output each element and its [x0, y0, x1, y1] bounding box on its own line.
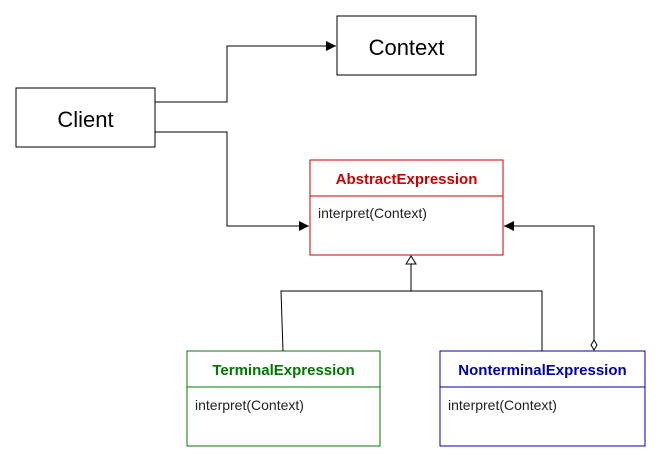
client-label: Client — [57, 107, 113, 132]
inheritance-triangle-icon — [405, 255, 417, 265]
nonterminal-expression-class[interactable]: NonterminalExpression interpret(Context) — [439, 350, 646, 447]
terminal-expression-name: TerminalExpression — [212, 362, 354, 379]
abstract-expression-name: AbstractExpression — [336, 171, 478, 188]
terminal-expression-class[interactable]: TerminalExpression interpret(Context) — [186, 350, 381, 447]
context-box[interactable]: Context — [336, 15, 477, 76]
abstract-expression-class[interactable]: AbstractExpression interpret(Context) — [309, 159, 504, 256]
client-abstract-expression-connector — [155, 131, 309, 231]
aggregation-diamond-icon — [590, 339, 598, 351]
abstract-expression-operation: interpret(Context) — [318, 205, 427, 221]
client-context-connector — [155, 41, 336, 103]
aggregation-connector — [504, 221, 598, 351]
inheritance-connector — [280, 255, 543, 352]
terminal-expression-operation: interpret(Context) — [195, 397, 304, 413]
nonterminal-expression-name: NonterminalExpression — [458, 362, 626, 379]
context-label: Context — [369, 35, 445, 60]
nonterminal-expression-operation: interpret(Context) — [448, 397, 557, 413]
client-box[interactable]: Client — [15, 87, 156, 148]
